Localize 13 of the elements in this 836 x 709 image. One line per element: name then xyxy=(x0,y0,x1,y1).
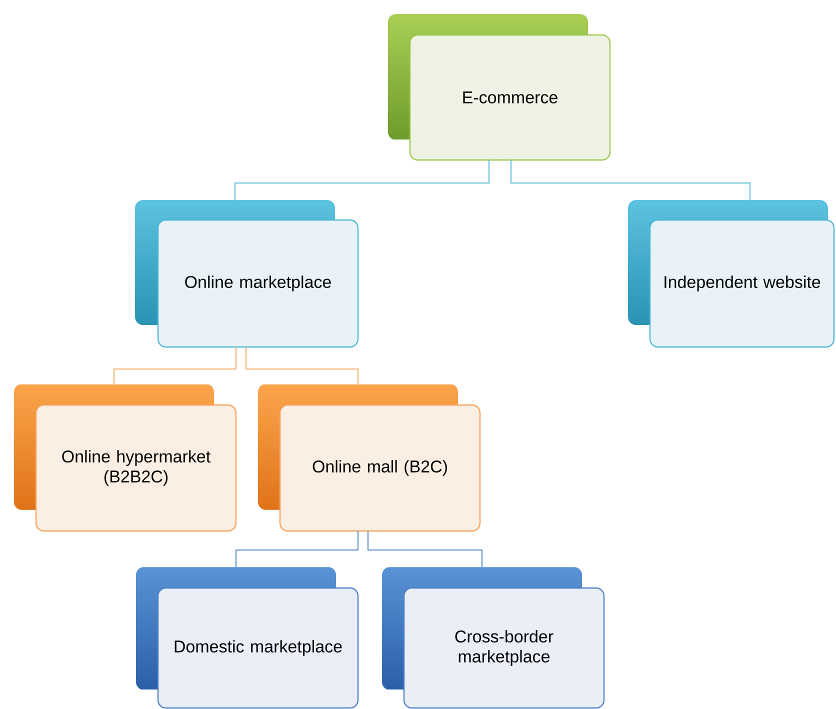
process-box: Domestic marketplace xyxy=(157,587,359,709)
process-box: Online marketplace xyxy=(157,219,359,348)
process-box: Independent website xyxy=(649,219,835,348)
process-box: Cross-border marketplace xyxy=(403,587,605,709)
connector xyxy=(246,346,358,384)
connector xyxy=(510,160,750,200)
connector xyxy=(234,160,490,200)
connector xyxy=(236,530,358,568)
process-box: E-commerce xyxy=(409,34,611,161)
process-box: Online hypermarket (B2B2C) xyxy=(35,404,237,532)
connector xyxy=(114,346,236,384)
process-box: Online mall (B2C) xyxy=(279,404,481,532)
connector xyxy=(368,530,482,568)
